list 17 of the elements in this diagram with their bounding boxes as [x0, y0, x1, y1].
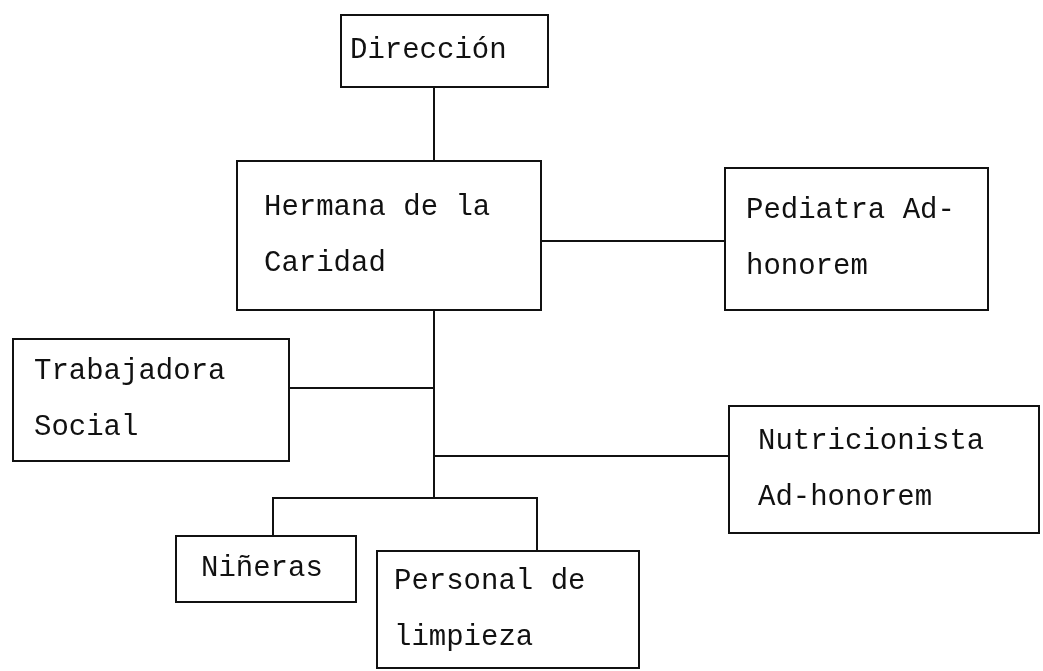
box-label: Trabajadora Social — [34, 354, 227, 446]
box-label: Hermana de la Caridad — [264, 189, 492, 282]
connector-line — [541, 240, 725, 242]
org-chart-box — [12, 338, 290, 462]
connector-line — [433, 87, 435, 161]
org-chart-box — [724, 167, 989, 311]
box-label: Dirección — [350, 33, 507, 69]
org-chart-box — [236, 160, 542, 311]
org-chart-box — [376, 550, 640, 669]
org-chart-box — [340, 14, 549, 88]
box-label: Pediatra Ad-honorem — [746, 193, 956, 285]
box-label: Niñeras — [201, 551, 323, 587]
box-label: Personal de limpieza — [394, 563, 587, 656]
connector-line — [433, 310, 538, 551]
org-chart-box — [728, 405, 1040, 534]
org-chart-box — [175, 535, 357, 603]
box-label: Nutricionista Ad-honorem — [758, 423, 986, 516]
